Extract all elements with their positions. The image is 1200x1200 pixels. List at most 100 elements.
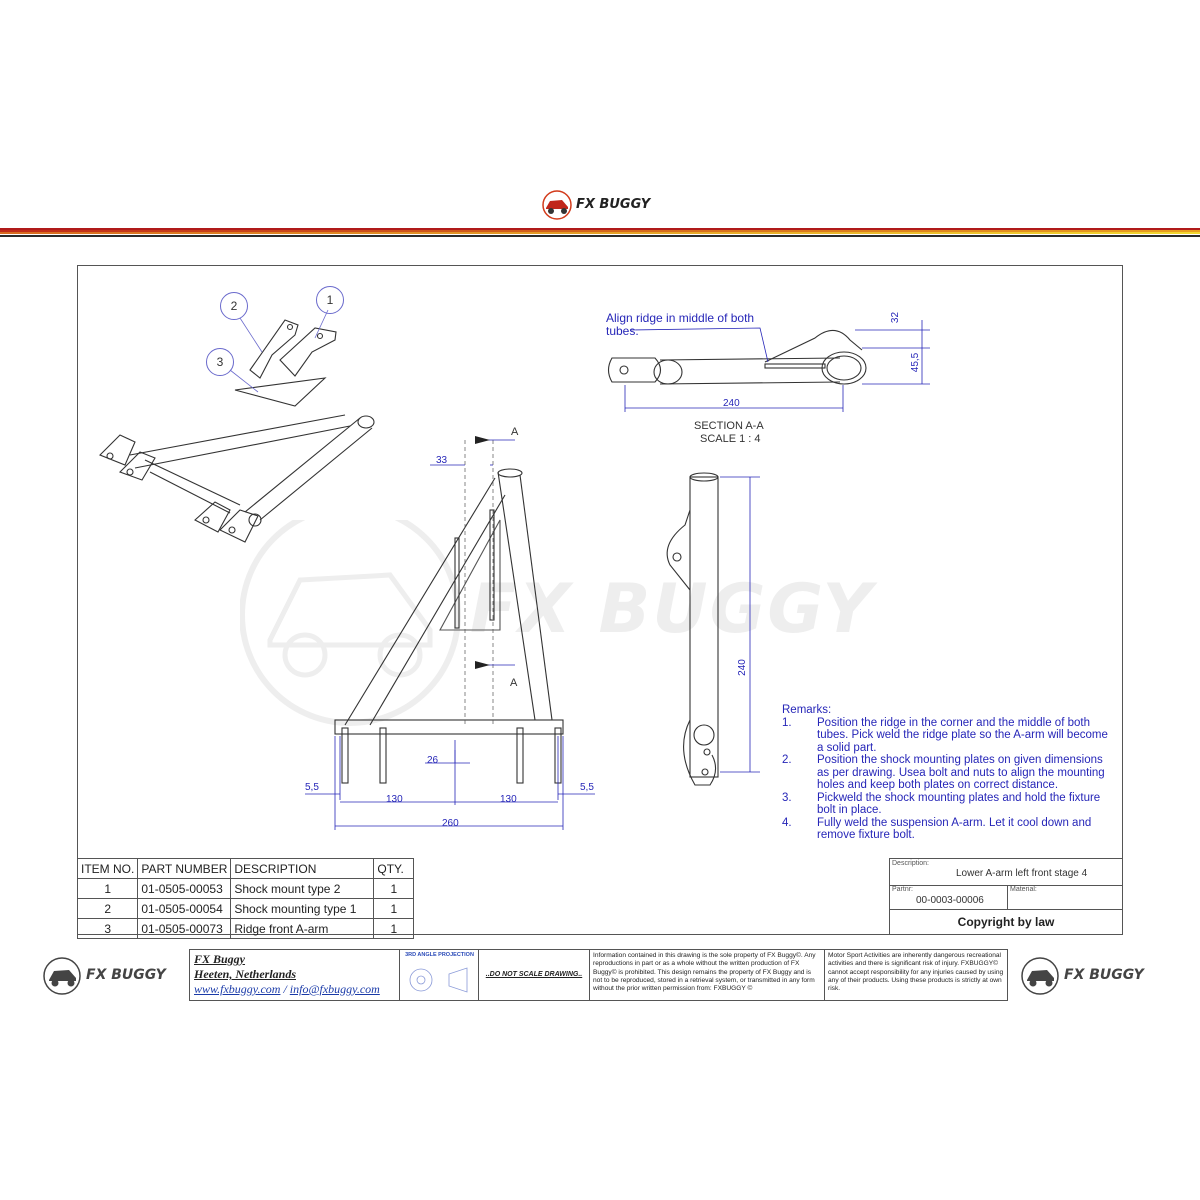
title-material-cell: Material: <box>1008 885 1122 910</box>
title-partnr-cell: Partnr: 00-0003-00006 <box>890 885 1008 910</box>
balloon-3: 3 <box>206 348 234 376</box>
partnr-label: Partnr: <box>892 886 914 893</box>
remark-item: 1. Position the ridge in the corner and … <box>782 717 1112 755</box>
stripe-red <box>0 228 1200 230</box>
watermark <box>240 520 461 726</box>
link-separator: / <box>280 982 290 996</box>
header-logo: FX BUGGY <box>540 190 660 222</box>
disclaimer: Motor Sport Activities are inherently da… <box>828 952 1004 993</box>
title-block: Description: Lower A-arm left front stag… <box>889 858 1123 935</box>
front-dim-26: 26 <box>427 755 439 766</box>
side-dim-240: 240 <box>736 659 748 676</box>
bom-cell: 2 <box>76 898 139 919</box>
bom-cell: Ridge front A-arm <box>230 918 375 939</box>
section-dim-32: 32 <box>890 311 902 324</box>
buggy-logo-icon <box>1021 957 1059 995</box>
bom-cell: 1 <box>76 878 139 899</box>
remark-num: 3. <box>782 791 792 804</box>
front-dim-260: 260 <box>442 818 459 829</box>
balloon-1: 1 <box>316 286 344 314</box>
bom-cell: Shock mount type 2 <box>230 878 375 899</box>
bom-cell: 01-0505-00054 <box>137 898 232 919</box>
footer-logo-right-text: FX BUGGY <box>1064 967 1144 983</box>
company-name: FX Buggy <box>194 952 246 966</box>
section-dim-240: 240 <box>723 398 740 409</box>
remark-num: 4. <box>782 816 792 829</box>
bom-cell: 3 <box>76 918 139 939</box>
buggy-logo-icon <box>542 190 572 220</box>
front-view <box>305 436 595 830</box>
header-stripe <box>0 228 1200 238</box>
bom-header: PART NUMBER <box>137 858 232 879</box>
bom-cell: 1 <box>373 878 415 899</box>
section-scale: SCALE 1 : 4 <box>700 433 761 445</box>
bom-header: QTY. <box>373 858 415 879</box>
projection-symbol-icon <box>409 967 468 993</box>
legal-divider <box>824 950 825 1000</box>
remark-text: Position the ridge in the corner and the… <box>817 716 1108 754</box>
footer-logo-left-text: FX BUGGY <box>86 967 166 983</box>
bom-header: DESCRIPTION <box>230 858 375 879</box>
email-link[interactable]: info@fxbuggy.com <box>289 982 380 996</box>
header-logo-text: FX BUGGY <box>576 197 651 212</box>
bom-cell: 1 <box>373 918 415 939</box>
remark-item: 2. Position the shock mounting plates on… <box>782 754 1112 792</box>
stripe-yellow <box>0 232 1200 234</box>
projection-cell: 3RD ANGLE PROJECTION <box>401 950 479 1000</box>
section-label-a-top: A <box>511 426 519 438</box>
footer-logo-left: FX BUGGY <box>42 956 182 996</box>
bom-cell: 01-0505-00053 <box>137 878 232 899</box>
remark-text: Fully weld the suspension A-arm. Let it … <box>817 816 1092 842</box>
bom-header: ITEM NO. <box>76 858 139 879</box>
table-row: 1 01-0505-00053 Shock mount type 2 1 <box>76 878 415 899</box>
stripe-orange <box>0 230 1200 232</box>
balloon-leaders <box>229 309 329 393</box>
front-dim-130-right: 130 <box>500 794 517 805</box>
section-note: Align ridge in middle of both tubes. <box>606 311 755 338</box>
watermark-text: FX BUGGY <box>470 570 874 649</box>
section-dim-455: 45,5 <box>910 352 922 373</box>
table-row: 2 01-0505-00054 Shock mounting type 1 1 <box>76 898 415 919</box>
front-dim-55-right: 5,5 <box>580 782 594 793</box>
balloon-2: 2 <box>220 292 248 320</box>
bom-cell: 01-0505-00073 <box>137 918 232 939</box>
section-view <box>607 320 930 412</box>
front-dim-130-left: 130 <box>386 794 403 805</box>
table-row: 3 01-0505-00073 Ridge front A-arm 1 <box>76 918 415 939</box>
material-label: Material: <box>1010 886 1037 893</box>
bom-header-row: ITEM NO. PART NUMBER DESCRIPTION QTY. <box>76 858 415 879</box>
website-link[interactable]: www.fxbuggy.com <box>194 982 281 996</box>
remark-item: 4. Fully weld the suspension A-arm. Let … <box>782 817 1112 842</box>
side-view <box>666 472 760 786</box>
description-label: Description: <box>892 860 929 867</box>
legal-notice: Information contained in this drawing is… <box>593 952 816 993</box>
company-cell: FX Buggy Heeten, Netherlands www.fxbuggy… <box>190 950 400 1000</box>
remarks: Remarks: 1. Position the ridge in the co… <box>782 704 1112 842</box>
company-links: www.fxbuggy.com / info@fxbuggy.com <box>194 982 395 997</box>
description-value: Lower A-arm left front stage 4 <box>956 868 1088 879</box>
section-title: SECTION A-A <box>694 420 764 432</box>
remark-text: Pickweld the shock mounting plates and h… <box>817 791 1101 817</box>
company-location: Heeten, Netherlands <box>194 967 296 981</box>
buggy-logo-icon <box>43 957 81 995</box>
partnr-value: 00-0003-00006 <box>916 895 984 906</box>
bom-table: ITEM NO. PART NUMBER DESCRIPTION QTY. 1 … <box>76 858 415 939</box>
bom-cell: 1 <box>373 898 415 919</box>
stripe-dark <box>0 235 1200 237</box>
front-dim-33: 33 <box>436 455 448 466</box>
projection-title: 3RD ANGLE PROJECTION <box>405 952 474 958</box>
remark-item: 3. Pickweld the shock mounting plates an… <box>782 792 1112 817</box>
remark-text: Position the shock mounting plates on gi… <box>817 754 1105 791</box>
front-dim-55-left: 5,5 <box>305 782 319 793</box>
title-description-cell: Description: Lower A-arm left front stag… <box>890 859 1122 886</box>
copyright: Copyright by law <box>957 915 1055 929</box>
do-not-scale: ..DO NOT SCALE DRAWING.. <box>479 950 590 1000</box>
remarks-title: Remarks: <box>782 704 832 716</box>
footer-logo-right: FX BUGGY <box>1020 956 1160 996</box>
remark-num: 1. <box>782 716 792 729</box>
drawing-sheet <box>77 265 1123 935</box>
footer-block: FX Buggy Heeten, Netherlands www.fxbuggy… <box>189 949 1008 1001</box>
remark-num: 2. <box>782 754 792 766</box>
section-label-a-bottom: A <box>510 677 518 689</box>
isometric-view <box>99 319 375 543</box>
